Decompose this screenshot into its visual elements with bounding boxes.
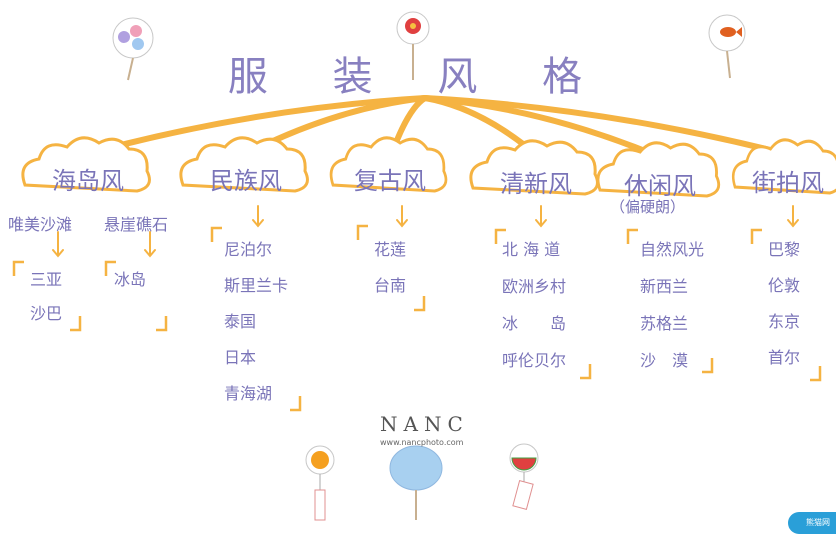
cloud-shape bbox=[329, 136, 448, 193]
list-item: 悬崖礁石 bbox=[104, 215, 169, 234]
page-title: 服 装 风 格 bbox=[227, 54, 609, 100]
cloud-shape bbox=[596, 141, 721, 198]
list-item: 唯美沙滩 bbox=[8, 215, 73, 234]
bracket-corner bbox=[156, 316, 168, 332]
list-item: 首尔 bbox=[768, 348, 801, 367]
cloud-shape bbox=[21, 136, 151, 193]
cloud-shape bbox=[731, 138, 836, 195]
list-item: 斯里兰卡 bbox=[224, 276, 289, 295]
list-item: 沙 漠 bbox=[640, 351, 689, 370]
arrow-icon bbox=[144, 231, 156, 258]
bracket-corner bbox=[290, 396, 302, 412]
branch-label: 民族风 bbox=[210, 167, 282, 195]
list-item: 台南 bbox=[374, 276, 407, 295]
list-item: 欧洲乡村 bbox=[502, 277, 567, 296]
branch-sublabel: （偏硬朗） bbox=[610, 198, 686, 216]
watermark-badge: 熊猫网 bbox=[788, 512, 836, 534]
wind-chime-sun-icon bbox=[305, 445, 335, 521]
bracket-corner bbox=[356, 224, 368, 240]
arrow-icon bbox=[52, 231, 64, 258]
bracket-corner bbox=[580, 364, 592, 380]
list-item: 新西兰 bbox=[640, 277, 689, 296]
watermelon-chime-icon bbox=[509, 443, 539, 510]
bracket-corner bbox=[12, 260, 24, 276]
bracket-corner bbox=[494, 228, 506, 244]
branch-label: 休闲风 bbox=[624, 172, 696, 200]
list-item: 东京 bbox=[768, 312, 801, 331]
blue-fan-icon bbox=[389, 445, 443, 520]
brand-logo: NANC bbox=[380, 412, 469, 436]
bracket-corner bbox=[104, 260, 116, 276]
list-item: 北 海 道 bbox=[502, 240, 561, 259]
list-item: 自然风光 bbox=[640, 240, 705, 259]
branch-label: 街拍风 bbox=[752, 169, 824, 197]
connector-line bbox=[87, 95, 428, 156]
list-item: 伦敦 bbox=[768, 276, 801, 295]
list-item: 泰国 bbox=[224, 312, 257, 331]
bracket-corner bbox=[626, 228, 638, 244]
list-item: 冰岛 bbox=[114, 270, 147, 289]
list-item: 冰 岛 bbox=[502, 314, 567, 333]
list-item: 呼伦贝尔 bbox=[502, 351, 567, 370]
bracket-corner bbox=[414, 296, 426, 312]
arrow-icon bbox=[535, 205, 547, 228]
list-item: 青海湖 bbox=[224, 384, 273, 403]
brand-url: www.nancphoto.com bbox=[380, 438, 464, 447]
list-item: 沙巴 bbox=[30, 304, 63, 323]
arrow-icon bbox=[252, 205, 264, 228]
flower-fan-icon bbox=[112, 17, 154, 81]
list-item: 三亚 bbox=[30, 270, 63, 289]
list-item: 花莲 bbox=[374, 240, 407, 259]
list-item: 巴黎 bbox=[768, 240, 801, 259]
camellia-fan-icon bbox=[396, 11, 430, 80]
bracket-corner bbox=[70, 316, 82, 332]
connector-line bbox=[422, 95, 793, 158]
branch-label: 复古风 bbox=[354, 167, 426, 195]
bracket-corner bbox=[810, 366, 822, 382]
arrow-icon bbox=[396, 205, 408, 228]
bracket-corner bbox=[210, 226, 222, 242]
bracket-corner bbox=[750, 228, 762, 244]
branch-label: 海岛风 bbox=[52, 167, 124, 195]
arrow-icon bbox=[787, 205, 799, 228]
branch-label: 清新风 bbox=[500, 170, 572, 198]
list-item: 日本 bbox=[224, 348, 257, 367]
cloud-shape bbox=[469, 139, 599, 196]
bracket-corner bbox=[702, 358, 714, 374]
list-item: 苏格兰 bbox=[640, 314, 689, 333]
cloud-shape bbox=[179, 136, 309, 193]
list-item: 尼泊尔 bbox=[224, 240, 273, 259]
goldfish-fan-icon bbox=[708, 14, 746, 79]
